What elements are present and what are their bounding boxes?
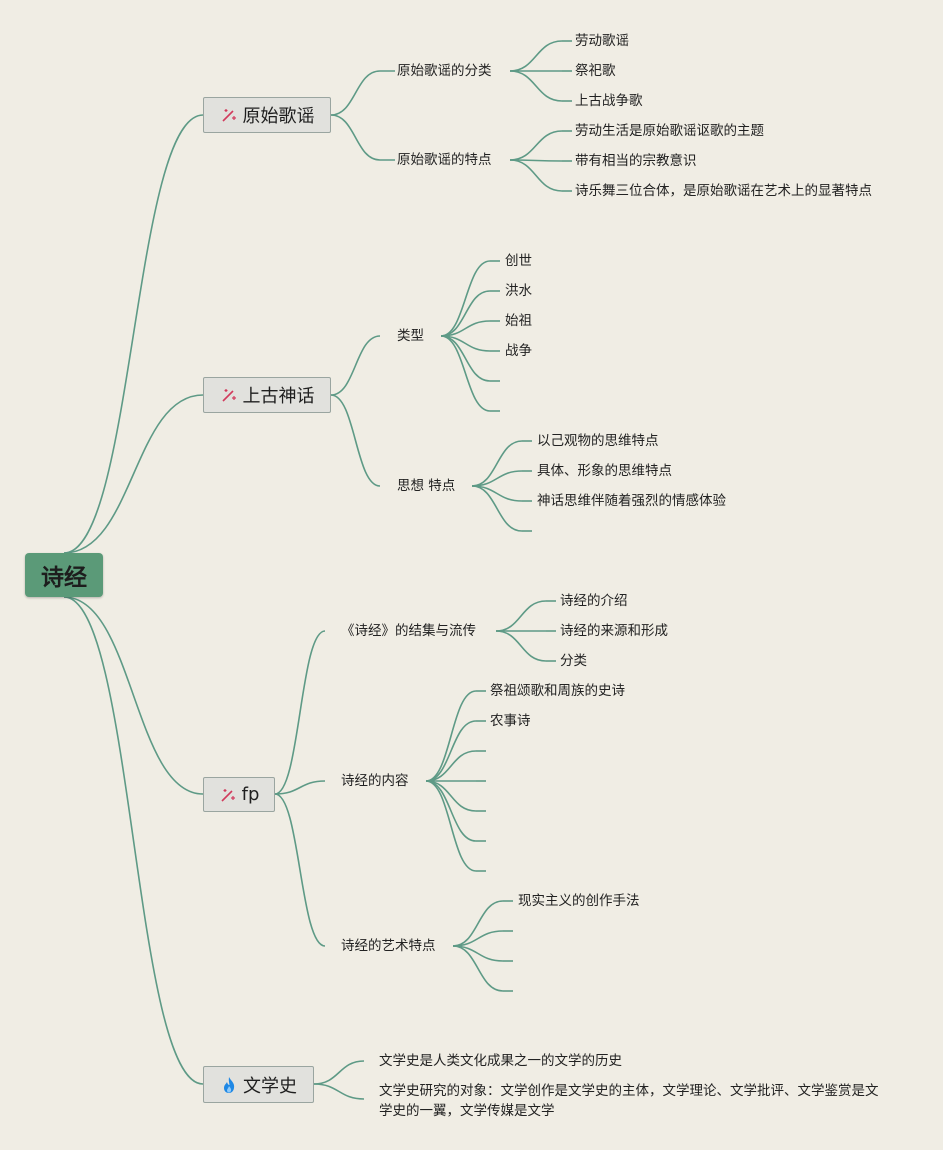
flame-icon	[224, 1076, 235, 1093]
root-connector	[63, 596, 204, 1085]
leaf-node[interactable]: 诗经的来源和形成	[560, 623, 668, 639]
leaf-connector	[440, 335, 491, 412]
root-node[interactable]: 诗经	[25, 553, 103, 597]
magic-wand-icon	[221, 788, 235, 802]
sub-node-primitive-features[interactable]: 原始歌谣的特点	[397, 152, 492, 168]
leaf-node[interactable]: 神话思维伴随着强烈的情感体验	[537, 493, 726, 509]
leaf-node[interactable]: 带有相当的宗教意识	[575, 153, 697, 169]
leaf-node[interactable]: 文学史是人类文化成果之一的文学的历史	[379, 1053, 622, 1069]
leaf-connector	[495, 630, 547, 662]
leaf-connector	[440, 260, 491, 337]
magic-wand-icon	[221, 389, 236, 402]
root-connector	[63, 114, 204, 554]
branch-label: fp	[241, 784, 260, 805]
leaf-node[interactable]: 现实主义的创作手法	[518, 893, 640, 909]
leaf-connector	[425, 720, 477, 782]
leaf-node[interactable]: 以己观物的思维特点	[537, 433, 659, 449]
leaf-node[interactable]: 洪水	[505, 283, 532, 299]
leaf-connector	[509, 130, 563, 161]
sub-connector	[330, 394, 381, 487]
leaf-connector	[471, 440, 523, 487]
branch-label: 上古神话	[242, 386, 315, 407]
leaf-connector	[313, 1083, 365, 1100]
leaf-node[interactable]: 战争	[505, 343, 532, 359]
sub-connector	[274, 780, 326, 795]
leaf-connector	[452, 945, 504, 992]
sub-connector	[274, 630, 326, 795]
leaf-connector	[425, 780, 477, 812]
branch-node-literary-history[interactable]: 文学史	[203, 1066, 314, 1103]
leaf-node[interactable]: 始祖	[505, 313, 532, 329]
sub-connector	[274, 793, 326, 947]
sub-node-shijing-compilation[interactable]: 《诗经》的结集与流传	[341, 623, 476, 639]
sub-node-primitive-classification[interactable]: 原始歌谣的分类	[397, 63, 492, 79]
branch-node-fp[interactable]: fp	[203, 777, 275, 812]
root-connector	[63, 394, 204, 554]
sub-underline	[380, 70, 395, 161]
magic-wand-icon	[221, 109, 236, 122]
leaf-connector	[425, 780, 477, 842]
branch-node-primitive-songs[interactable]: 原始歌谣	[203, 97, 331, 133]
leaf-node[interactable]: 诗乐舞三位合体，是原始歌谣在艺术上的显著特点	[575, 183, 872, 199]
leaf-connector	[495, 600, 547, 632]
leaf-node[interactable]: 上古战争歌	[575, 93, 643, 109]
root-connector	[63, 596, 204, 795]
branch-node-ancient-myths[interactable]: 上古神话	[203, 377, 331, 413]
leaf-node[interactable]: 劳动歌谣	[575, 33, 629, 49]
leaf-node[interactable]: 创世	[505, 253, 532, 269]
leaf-node[interactable]: 劳动生活是原始歌谣讴歌的主题	[575, 123, 764, 139]
leaf-connector	[440, 290, 491, 337]
leaf-connector	[313, 1060, 365, 1085]
leaf-node[interactable]: 诗经的介绍	[560, 593, 628, 609]
leaf-node[interactable]: 文学史研究的对象：文学创作是文学史的主体，文学理论、文学批评、文学鉴赏是文学史的…	[379, 1083, 879, 1119]
leaf-node[interactable]: 祭祀歌	[575, 63, 616, 79]
sub-connector	[330, 114, 381, 161]
sub-node-shijing-content[interactable]: 诗经的内容	[341, 773, 409, 789]
leaf-connector	[425, 780, 477, 872]
branch-label: 文学史	[243, 1075, 297, 1097]
leaf-connector	[452, 900, 504, 947]
leaf-connector	[509, 70, 563, 102]
leaf-node[interactable]: 农事诗	[490, 713, 531, 729]
branch-label: 原始歌谣	[242, 106, 315, 127]
sub-connector	[330, 70, 381, 116]
leaf-node[interactable]: 分类	[560, 653, 587, 669]
sub-node-myth-types[interactable]: 类型	[397, 328, 424, 344]
leaf-node[interactable]: 祭祖颂歌和周族的史诗	[490, 683, 625, 699]
leaf-node[interactable]: 具体、形象的思维特点	[537, 463, 672, 479]
sub-connector	[330, 335, 381, 396]
leaf-connector	[509, 40, 563, 72]
leaf-connector	[509, 159, 563, 192]
leaf-connector	[471, 485, 523, 532]
leaf-connector	[425, 690, 477, 782]
root-label: 诗经	[41, 565, 87, 591]
sub-node-myth-thinking[interactable]: 思想 特点	[397, 478, 456, 494]
leaf-connector	[425, 750, 477, 782]
sub-node-shijing-art[interactable]: 诗经的艺术特点	[341, 938, 436, 954]
